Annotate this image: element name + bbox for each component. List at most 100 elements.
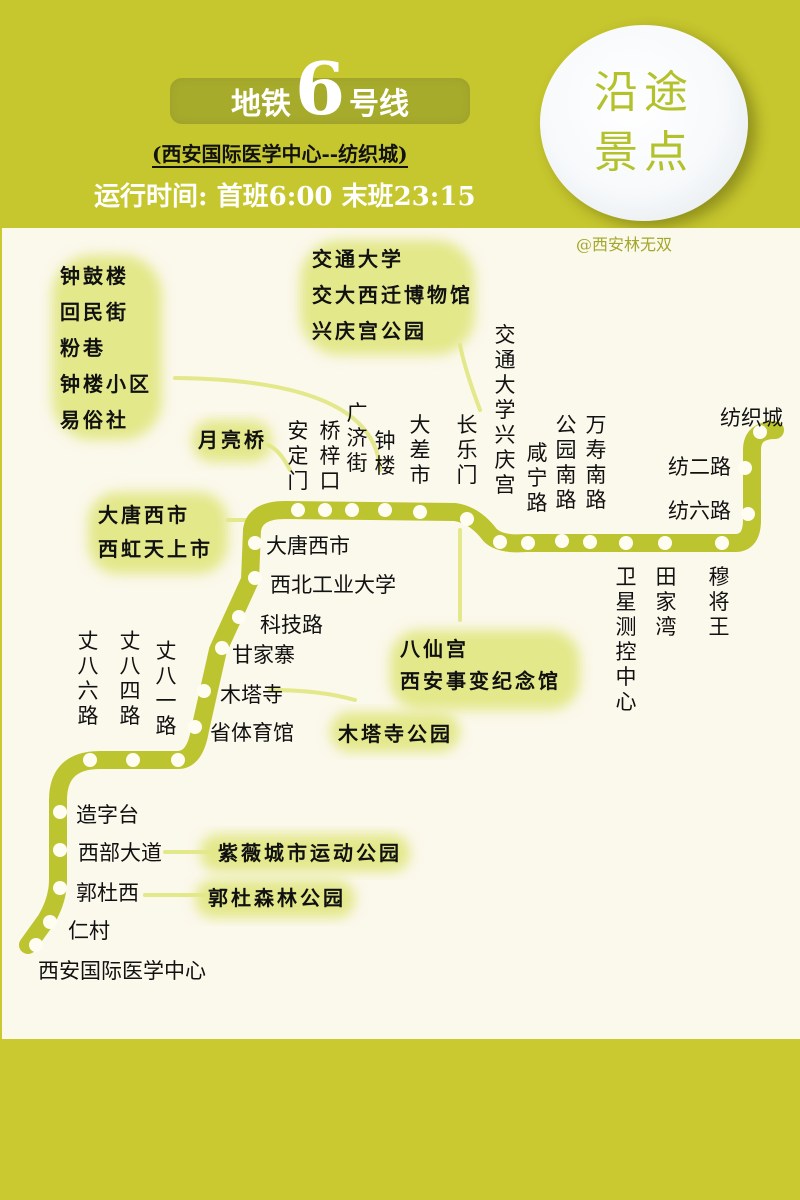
station-dot[interactable] xyxy=(232,610,246,624)
station-dots xyxy=(29,425,767,952)
station-label[interactable]: 长乐门 xyxy=(457,413,478,487)
attraction-label[interactable]: 兴庆宫公园 xyxy=(312,319,427,343)
station-label[interactable]: 交通大学兴庆宫 xyxy=(495,323,516,497)
badge-line-1: 沿途 xyxy=(594,67,694,118)
station-label[interactable]: 仁村 xyxy=(68,919,110,943)
station-label[interactable]: 甘家寨 xyxy=(232,643,295,667)
attraction-label[interactable]: 郭杜森林公园 xyxy=(208,886,346,910)
attraction-label[interactable]: 木塔寺公园 xyxy=(337,722,453,746)
route-endpoints: (西安国际医学中心--纺织城) xyxy=(152,142,408,168)
station-label[interactable]: 万寿南路 xyxy=(586,413,607,512)
station-dot[interactable] xyxy=(291,503,305,517)
attraction-blob-yueliangqiao xyxy=(192,420,272,462)
station-dot[interactable] xyxy=(248,536,262,550)
station-dot[interactable] xyxy=(53,843,67,857)
arrow-to-mutasi xyxy=(268,688,357,702)
station-dot[interactable] xyxy=(197,684,211,698)
attraction-blob-datang xyxy=(88,492,228,574)
station-dot[interactable] xyxy=(715,536,729,550)
station-label[interactable]: 西北工业大学 xyxy=(270,573,396,597)
attraction-label[interactable]: 紫薇城市运动公园 xyxy=(218,841,402,865)
station-label[interactable]: 安定门 xyxy=(288,419,309,493)
attraction-highlights xyxy=(52,240,580,918)
station-labels: 西安国际医学中心 仁村 郭杜西 西部大道 造字台 丈八六路丈八四路丈八一路省体育馆 木塔寺 甘… xyxy=(38,323,783,983)
station-dot[interactable] xyxy=(53,881,67,895)
station-dot[interactable] xyxy=(460,512,474,526)
attraction-label[interactable]: 大唐西市 xyxy=(98,503,190,527)
station-label[interactable]: 纺二路 xyxy=(668,455,731,479)
attraction-blob-jiaoda xyxy=(300,240,475,355)
station-label[interactable]: 田家湾 xyxy=(656,565,677,639)
attraction-label[interactable]: 西安事变纪念馆 xyxy=(400,669,561,693)
badge-line-2: 景点 xyxy=(594,127,694,178)
station-dot[interactable] xyxy=(126,753,140,767)
attraction-label[interactable]: 西虹天上市 xyxy=(98,537,213,561)
line-title-pill: 地铁 6 号线 xyxy=(170,53,470,125)
station-dot[interactable] xyxy=(318,503,332,517)
line-title: 地铁 6 号线 xyxy=(170,53,470,125)
station-dot[interactable] xyxy=(583,535,597,549)
station-dot[interactable] xyxy=(188,720,202,734)
station-label[interactable]: 科技路 xyxy=(260,613,323,637)
station-dot[interactable] xyxy=(345,503,359,517)
station-label[interactable]: 广济街 xyxy=(347,401,368,475)
station-label[interactable]: 丈八四路 xyxy=(120,629,141,728)
station-label[interactable]: 纺织城 xyxy=(720,406,783,430)
station-label[interactable]: 省体育馆 xyxy=(210,721,294,745)
station-label[interactable]: 西安国际医学中心 xyxy=(38,959,206,983)
station-label[interactable]: 卫星测控中心 xyxy=(616,565,637,714)
station-dot[interactable] xyxy=(53,805,67,819)
station-label[interactable]: 造字台 xyxy=(76,803,139,827)
arrow-to-zhonglou xyxy=(173,376,382,472)
station-dot[interactable] xyxy=(29,938,43,952)
attraction-label[interactable]: 钟楼小区 xyxy=(60,372,152,396)
station-dot[interactable] xyxy=(753,425,767,439)
attraction-label[interactable]: 粉巷 xyxy=(60,336,106,360)
station-dot[interactable] xyxy=(738,461,752,475)
station-dot[interactable] xyxy=(171,753,185,767)
station-dot[interactable] xyxy=(378,503,392,517)
station-dot[interactable] xyxy=(658,536,672,550)
header-banner: 地铁 6 号线 (西安国际医学中心--纺织城) 运行时间: 首班6:00 末班2… xyxy=(0,0,800,228)
attraction-label[interactable]: 钟鼓楼 xyxy=(60,264,129,288)
station-dot[interactable] xyxy=(493,535,507,549)
arrow-to-jiaoda xyxy=(458,343,482,412)
station-label[interactable]: 桥梓口 xyxy=(320,419,341,493)
attraction-label[interactable]: 回民街 xyxy=(60,300,129,324)
station-label[interactable]: 钟楼 xyxy=(375,429,396,478)
attraction-blob-mutasi xyxy=(330,712,460,752)
station-dot[interactable] xyxy=(741,507,755,521)
station-dot[interactable] xyxy=(43,915,57,929)
station-label[interactable]: 公园南路 xyxy=(556,413,577,512)
station-label[interactable]: 西部大道 xyxy=(78,841,162,865)
station-label[interactable]: 郭杜西 xyxy=(76,881,139,905)
station-label[interactable]: 木塔寺 xyxy=(220,683,283,707)
station-dot[interactable] xyxy=(248,571,262,585)
station-dot[interactable] xyxy=(555,534,569,548)
station-dot[interactable] xyxy=(413,505,427,519)
line-6-track xyxy=(19,421,784,954)
attraction-label[interactable]: 八仙宫 xyxy=(400,637,469,661)
station-label[interactable]: 丈八六路 xyxy=(78,629,99,728)
station-label[interactable]: 纺六路 xyxy=(668,499,731,523)
attraction-blob-guodu xyxy=(195,880,355,918)
station-label[interactable]: 大唐西市 xyxy=(266,534,350,558)
station-dot[interactable] xyxy=(215,641,229,655)
title-prefix: 地铁 xyxy=(230,87,291,122)
attraction-blob-ziwei xyxy=(200,834,410,872)
station-dot[interactable] xyxy=(619,536,633,550)
station-dot[interactable] xyxy=(521,536,535,550)
attractions-badge: 沿途 景点 xyxy=(540,25,748,221)
station-label[interactable]: 丈八一路 xyxy=(156,639,177,738)
title-suffix: 号线 xyxy=(349,87,410,122)
station-label[interactable]: 穆将王 xyxy=(709,565,730,639)
attraction-labels: 钟鼓楼回民街粉巷钟楼小区易俗社交通大学交大西迁博物馆兴庆宫公园月亮桥大唐西市西虹… xyxy=(60,247,561,910)
station-label[interactable]: 咸宁路 xyxy=(527,441,548,515)
arrow-to-yueliangqiao xyxy=(266,443,292,472)
attraction-label[interactable]: 交通大学 xyxy=(312,247,404,271)
attraction-label[interactable]: 交大西迁博物馆 xyxy=(312,283,473,307)
attraction-label[interactable]: 月亮桥 xyxy=(197,428,267,452)
station-label[interactable]: 大差市 xyxy=(410,413,431,487)
station-dot[interactable] xyxy=(83,753,97,767)
attraction-label[interactable]: 易俗社 xyxy=(60,408,129,432)
